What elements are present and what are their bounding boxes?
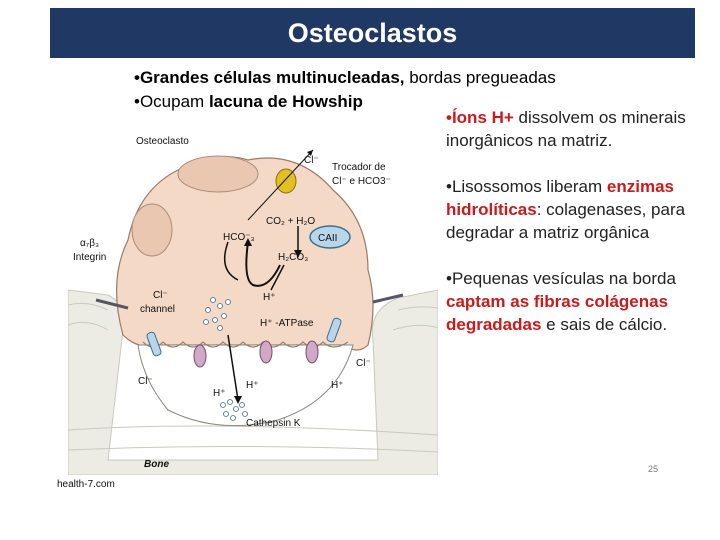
top-bullets: •Grandes células multinucleadas, bordas … <box>134 66 556 114</box>
cl-channel <box>146 317 342 357</box>
h-atpase-pump <box>193 340 319 368</box>
label-hco3: HCO⁻₃ <box>223 232 255 243</box>
bullet-lysosomes-red: enzimas hidrolíticas <box>446 177 674 219</box>
nucleus <box>177 155 259 193</box>
bullet-lysosomes: •Lisossomos liberam enzimas hidrolíticas… <box>446 175 706 244</box>
nucleus <box>131 203 173 257</box>
integrin <box>95 298 129 310</box>
vesicles <box>203 297 248 421</box>
bullet-lysosomes-rest: : colagenases, para degradar a matriz or… <box>446 200 686 242</box>
label-bone: Bone <box>144 459 169 470</box>
cl-hco3-exchanger <box>275 168 297 194</box>
label-trocador-2: Cl⁻ e HCO3⁻ <box>332 176 391 187</box>
page-number: 25 <box>648 464 659 474</box>
bullet-lysosomes-text: •Lisossomos liberam <box>446 177 607 196</box>
bullet-lacuna-normal: •Ocupam <box>134 92 209 111</box>
bullet-ions-text: dissolvem os minerais inorgânicos na mat… <box>446 108 686 150</box>
caii-enzyme <box>309 225 351 249</box>
bullet-ions: •Íons H+ dissolvem os minerais inorgânic… <box>446 106 706 152</box>
label-co2-h2o: CO₂ + H₂O <box>266 216 315 227</box>
bullet-ions-red: •Íons H+ <box>446 108 514 127</box>
image-credit: health-7.com <box>57 479 115 490</box>
label-osteoclasto: Osteoclasto <box>136 136 189 147</box>
bullet-vesicles-red: captam as fibras colágenas degradadas <box>446 292 669 334</box>
bullet-vesicles-text: •Pequenas vesículas na borda <box>446 269 676 288</box>
label-integrin-2: Integrin <box>73 252 106 263</box>
bullet-lacuna: •Ocupam lacuna de Howship <box>134 90 556 114</box>
osteoclast-diagram: Osteoclasto Cl⁻ Trocador de Cl⁻ e HCO3⁻ … <box>68 136 438 475</box>
label-cathepsin: Cathepsin K <box>246 418 301 429</box>
label-h-b: H⁺ <box>331 380 344 391</box>
bullet-cells: •Grandes células multinucleadas, bordas … <box>134 66 556 90</box>
integrin <box>372 293 404 304</box>
label-caii: CAII <box>318 233 337 244</box>
label-h-a: H⁺ <box>246 380 259 391</box>
label-h-mid: H⁺ <box>263 292 276 303</box>
label-h-bottom: H⁺ <box>213 388 226 399</box>
label-h2co3: H₂CO₃ <box>278 252 308 263</box>
right-bullets: •Íons H+ dissolvem os minerais inorgânic… <box>446 106 706 359</box>
label-cl-channel-2: channel <box>140 304 175 315</box>
label-trocador-1: Trocador de <box>332 162 386 173</box>
bullet-cells-bold: •Grandes células multinucleadas, <box>134 68 405 87</box>
label-cl-left: Cl⁻ <box>138 376 153 387</box>
label-h-atpase: H⁺ -ATPase <box>260 318 314 329</box>
bullet-vesicles: •Pequenas vesículas na borda captam as f… <box>446 267 706 336</box>
resorption-lacuna <box>137 344 354 427</box>
bullet-lacuna-bold: lacuna de Howship <box>208 92 363 111</box>
slide-title: Osteoclastos <box>287 18 458 48</box>
label-integrin-1: α₇β₃ <box>80 238 99 249</box>
label-cl-top: Cl⁻ <box>304 155 319 166</box>
bullet-vesicles-rest: e sais de cálcio. <box>541 315 668 334</box>
bullet-cells-normal: bordas pregueadas <box>404 68 556 87</box>
label-cl-right: Cl⁻ <box>356 358 371 369</box>
label-cl-channel-1: Cl⁻ <box>153 290 168 301</box>
title-bar: Osteoclastos <box>50 8 695 58</box>
